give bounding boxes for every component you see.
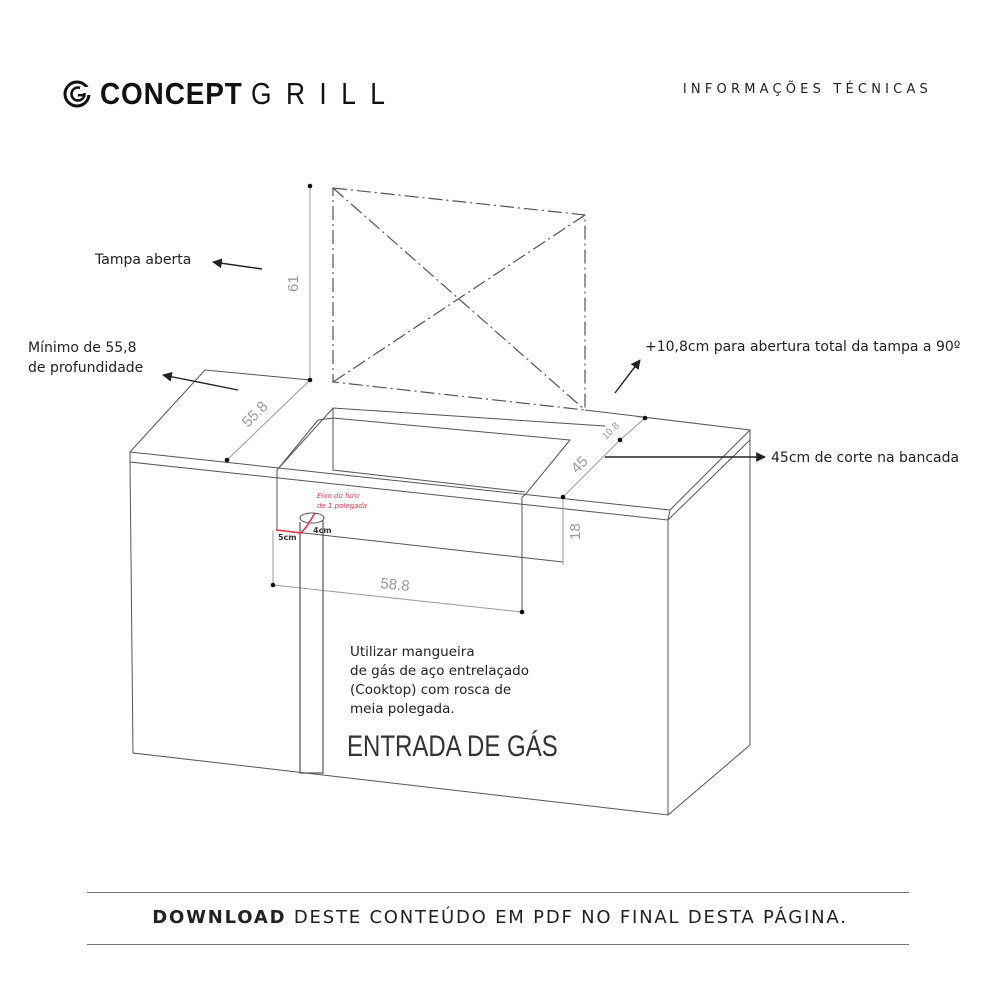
- dimension-points: [224, 183, 648, 615]
- divider-top: [87, 892, 909, 893]
- label-cut: 45cm de corte na bancada: [771, 450, 960, 466]
- footer-text: DESTE CONTEÚDO EM PDF NO FINAL DESTA PÁG…: [293, 907, 848, 928]
- dim-lid-height: 61: [285, 275, 302, 292]
- label-lid-clearance: +10,8cm para abertura total da tampa a 9…: [645, 339, 961, 355]
- logo-mark-icon: [63, 80, 92, 108]
- dim-cut: 45: [568, 453, 592, 477]
- hole-marker: Eixo do furo de 1 polegada 5cm 4cm: [275, 492, 367, 542]
- cabinet: [129, 369, 752, 816]
- brand-name-light: GRILL: [250, 76, 399, 111]
- divider-bottom: [87, 944, 909, 945]
- offset-5cm: 5cm: [278, 533, 297, 542]
- gas-inlet-label: ENTRADA DE GÁS: [347, 730, 558, 763]
- hole-axis-label-2: de 1 polegada: [317, 502, 367, 510]
- note-line: de gás de aço entrelaçado: [350, 663, 530, 679]
- dimension-lines: [226, 186, 646, 613]
- label-min-depth: Mínimo de 55,8 de profundidade: [28, 338, 143, 378]
- note-line: Utilizar mangueira: [350, 644, 475, 660]
- section-title: INFORMAÇÕES TÉCNICAS: [682, 82, 932, 97]
- gas-pipe: [299, 520, 324, 774]
- dim-height: 18: [567, 523, 584, 540]
- label-min-depth-1: Mínimo de 55,8: [28, 340, 137, 356]
- note-line: meia polegada.: [350, 701, 455, 717]
- dim-width: 58.8: [380, 575, 411, 595]
- brand-logo: CONCEPT GRILL: [62, 76, 425, 112]
- lid-open-outline: [332, 187, 586, 411]
- footer-download: DOWNLOAD: [152, 907, 287, 928]
- hose-note: Utilizar mangueira de gás de aço entrela…: [350, 643, 529, 719]
- note-line: (Cooktop) com rosca de: [350, 682, 512, 698]
- dim-depth: 55.8: [239, 398, 272, 431]
- offset-4cm: 4cm: [313, 526, 332, 535]
- label-min-depth-2: de profundidade: [28, 360, 144, 376]
- brand-name-bold: CONCEPT: [100, 76, 243, 111]
- callout-arrows: [162, 258, 766, 462]
- hole-axis-label-1: Eixo do furo: [317, 492, 359, 500]
- label-lid-open: Tampa aberta: [95, 252, 192, 268]
- footer-download-notice: DOWNLOAD DESTE CONTEÚDO EM PDF NO FINAL …: [0, 907, 1000, 928]
